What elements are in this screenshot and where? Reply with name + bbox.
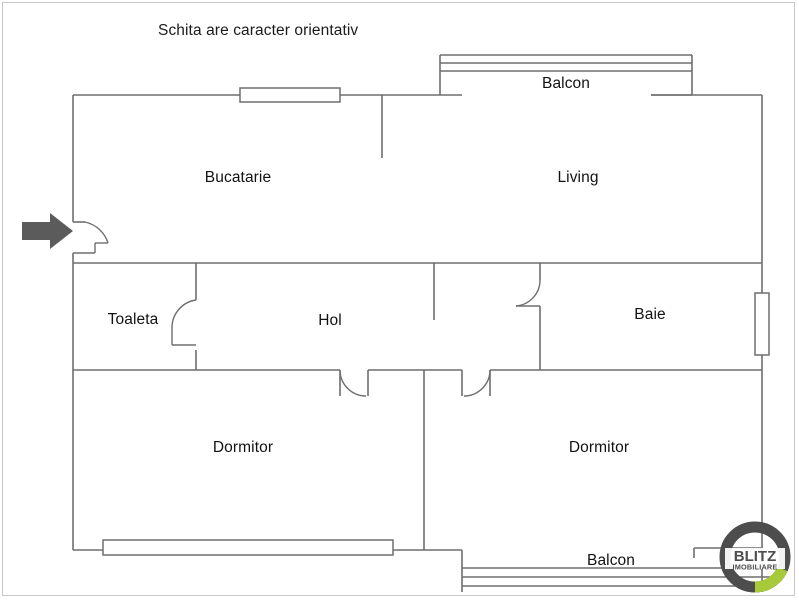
door-right-dormitor xyxy=(461,369,491,397)
room-label-toaleta: Toaleta xyxy=(107,311,159,328)
room-toaleta-walls xyxy=(171,263,197,370)
blitz-imobiliare-watermark: BLITZ IMOBILIARE xyxy=(719,521,791,593)
room-label-dormitor-right: Dormitor xyxy=(568,439,630,456)
room-label-baie: Baie xyxy=(634,306,666,323)
room-label-balcon-bottom: Balcon xyxy=(587,552,635,569)
entrance-door xyxy=(73,221,109,254)
room-label-hol: Hol xyxy=(318,312,342,329)
balcony-bottom-structure xyxy=(461,547,770,592)
balcony-top-structure xyxy=(439,54,693,96)
room-label-balcon-top: Balcon xyxy=(542,75,590,92)
watermark-subtitle: IMOBILIARE xyxy=(733,563,778,572)
window-baie-right xyxy=(754,292,770,356)
entrance-direction-arrow xyxy=(22,213,73,249)
window-kitchen-top xyxy=(239,87,341,103)
room-baie-walls xyxy=(433,263,541,370)
room-label-living: Living xyxy=(557,169,599,186)
watermark-brand: BLITZ xyxy=(734,548,777,565)
room-label-dormitor-left: Dormitor xyxy=(212,439,274,456)
door-left-dormitor xyxy=(339,369,369,397)
room-label-bucatarie: Bucatarie xyxy=(204,169,272,186)
page-title: Schita are caracter orientativ xyxy=(158,22,359,39)
window-left-dormitor-bottom xyxy=(102,539,394,556)
